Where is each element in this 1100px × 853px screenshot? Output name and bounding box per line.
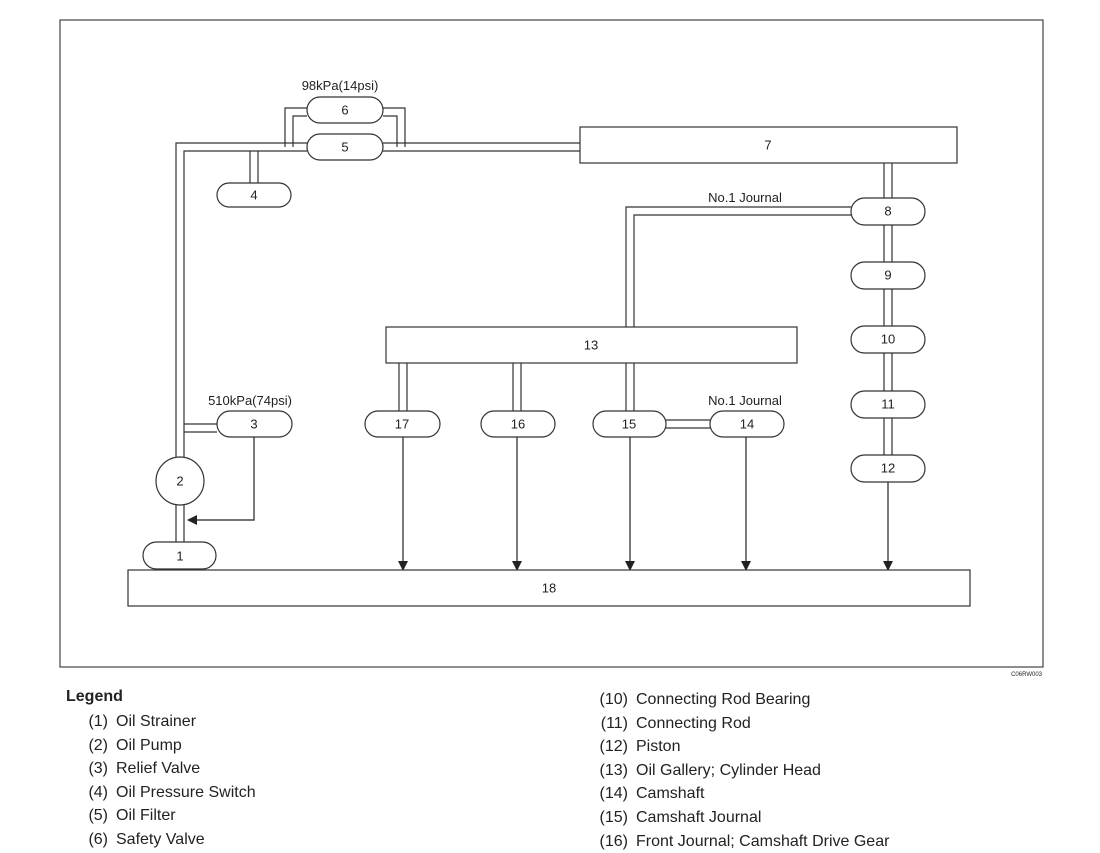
node-10-label: 10 xyxy=(881,332,895,347)
pipe-to-relief-valve xyxy=(184,423,217,433)
node-15-pill xyxy=(592,410,667,438)
legend-item-number: (11) xyxy=(600,714,628,732)
legend-item: (4) Oil Pressure Switch xyxy=(80,781,256,805)
node-13-label: 13 xyxy=(584,338,598,353)
node-3-label: 3 xyxy=(250,417,257,432)
node-11-pill xyxy=(850,390,926,419)
legend-left-column: (1) Oil Strainer (2) Oil Pump (3) Relief Va… xyxy=(80,710,256,852)
node-3-pill xyxy=(216,410,293,438)
legend-item-label: Connecting Rod xyxy=(636,714,751,732)
legend-item-label: Oil Strainer xyxy=(116,713,197,730)
legend-item-number: (12) xyxy=(599,738,628,756)
node-18-box xyxy=(127,569,971,607)
legend-item: (13) Oil Gallery; Cylinder Head xyxy=(586,759,889,783)
legend-item-number: (6) xyxy=(88,830,108,848)
node-16-pill xyxy=(480,410,556,438)
legend-right-column: (10) Connecting Rod Bearing (11) Connectin… xyxy=(586,688,890,853)
legend-item-number: (14) xyxy=(599,785,628,803)
node-7-box xyxy=(579,126,958,164)
journal-label-lower: No.1 Journal xyxy=(708,393,782,408)
legend-item-number: (16) xyxy=(599,832,628,850)
pipe-main-outer xyxy=(175,142,307,465)
legend-item-number: (15) xyxy=(599,808,628,826)
diagram-frame xyxy=(59,19,1044,668)
legend-item-number: (3) xyxy=(88,760,108,778)
legend-item-label: Relief Valve xyxy=(116,760,201,778)
node-2-label: 2 xyxy=(176,474,183,489)
node-14-pill xyxy=(709,410,785,438)
pipe-filter-to-gallery xyxy=(383,142,580,152)
node-1-pill xyxy=(142,541,217,570)
legend-item-number: (5) xyxy=(88,807,108,825)
pipe-8-to-12 xyxy=(883,225,893,455)
pipe-pump-strainer xyxy=(175,505,185,542)
legend-item-label: Camshaft Journal xyxy=(636,808,762,826)
legend-item: (5) Oil Filter xyxy=(80,804,256,828)
legend-item: (10) Connecting Rod Bearing xyxy=(586,688,889,712)
pipe-7-to-8 xyxy=(883,163,893,198)
node-15-label: 15 xyxy=(622,417,636,432)
legend-item: (1) Oil Strainer xyxy=(80,710,256,734)
legend-item-number: (2) xyxy=(88,736,108,754)
legend-item-label: Camshaft xyxy=(636,785,705,803)
legend-item: (12) Piston xyxy=(586,735,889,759)
node-5-label: 5 xyxy=(341,140,348,155)
diagram-code: C06RW003 xyxy=(1011,672,1043,678)
pipe-to-pressure-switch xyxy=(249,151,259,183)
legend-item-label: Oil Filter xyxy=(116,807,176,825)
legend-item-number: (13) xyxy=(599,761,628,779)
node-4-label: 4 xyxy=(250,188,257,203)
node-17-pill xyxy=(364,410,441,438)
journal-label-upper: No.1 Journal xyxy=(708,190,782,205)
node-11-label: 11 xyxy=(881,397,895,412)
node-9-label: 9 xyxy=(884,268,891,283)
node-17-label: 17 xyxy=(395,417,409,432)
legend-item: (3) Relief Valve xyxy=(80,757,256,781)
legend-item-label: Safety Valve xyxy=(116,830,205,848)
legend-item-label: Oil Gallery; Cylinder Head xyxy=(636,761,821,779)
node-1-label: 1 xyxy=(176,549,183,564)
node-7-label: 7 xyxy=(764,138,771,153)
node-12-label: 12 xyxy=(881,461,895,476)
legend-item-label: Connecting Rod Bearing xyxy=(636,691,811,708)
legend-item: (11) Connecting Rod xyxy=(586,712,889,736)
node-8-label: 8 xyxy=(884,204,891,219)
node-13-box xyxy=(385,326,798,364)
legend-item-label: Front Journal; Camshaft Drive Gear xyxy=(636,832,890,850)
node-6-label: 6 xyxy=(341,103,348,118)
legend-item: (14) Camshaft xyxy=(586,782,889,806)
legend-item-number: (1) xyxy=(88,713,108,730)
legend-item: (15) Camshaft Journal xyxy=(586,806,889,830)
legend-item-label: Oil Pump xyxy=(116,736,182,754)
legend-item-number: (10) xyxy=(599,691,628,708)
relief-valve-pressure: 510kPa(74psi) xyxy=(208,393,292,408)
pipe-15-to-14 xyxy=(666,419,710,429)
safety-valve-pressure: 98kPa(14psi) xyxy=(302,78,379,93)
node-14-label: 14 xyxy=(740,417,754,432)
pipe-safety-bypass xyxy=(284,107,406,147)
legend-item: (6) Safety Valve xyxy=(80,828,256,852)
legend-title: Legend xyxy=(66,688,123,705)
node-6-pill xyxy=(306,96,384,124)
pipe-13-down xyxy=(398,363,635,411)
node-4-pill xyxy=(216,182,292,208)
page-top-margin xyxy=(0,0,1100,8)
node-12-pill xyxy=(850,454,926,483)
arrow-relief-return xyxy=(187,437,255,525)
node-5-pill xyxy=(306,133,384,161)
node-18-label: 18 xyxy=(542,581,556,596)
legend-item-label: Oil Pressure Switch xyxy=(116,783,256,801)
node-9-pill xyxy=(850,261,926,290)
node-8-pill xyxy=(850,197,926,226)
pipe-journal-to-13 xyxy=(625,206,851,327)
legend-item: (16) Front Journal; Camshaft Drive Gear xyxy=(586,830,890,853)
legend-item-label: Piston xyxy=(636,738,681,756)
node-2-circle xyxy=(155,456,205,506)
pipe-main-inner xyxy=(183,150,307,465)
node-16-label: 16 xyxy=(511,417,525,432)
legend-item-number: (4) xyxy=(88,783,108,801)
node-10-pill xyxy=(850,325,926,354)
legend-item: (2) Oil Pump xyxy=(80,734,256,758)
